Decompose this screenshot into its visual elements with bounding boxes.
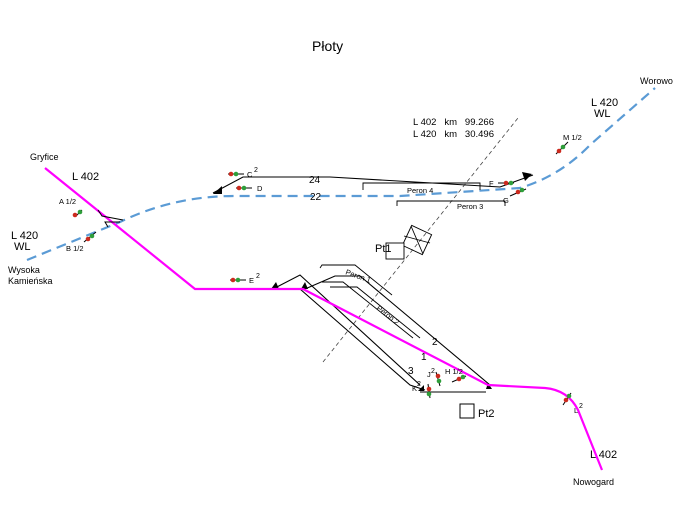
signal-a-label: A 1/2 (59, 197, 76, 206)
platform-1-label: Peron 1 (344, 267, 372, 284)
signal-e-label: E (249, 276, 254, 285)
platforms (319, 182, 506, 339)
km-post-line2: L 420 km 30.496 (413, 129, 494, 140)
label-l420-left: L 420 (11, 230, 38, 242)
track-number-22: 22 (310, 192, 322, 203)
switch-marker (418, 385, 424, 391)
signal-g-label: G (503, 196, 509, 205)
signal-k (426, 383, 432, 399)
place-wysoka-1: Wysoka (8, 265, 40, 275)
signal-f-label: F (489, 179, 494, 188)
switch-marker (213, 186, 222, 194)
track-number-3: 3 (408, 366, 414, 377)
post-pt1-building (385, 224, 433, 260)
signal-l-label: L (574, 406, 578, 415)
signal-l (562, 392, 572, 406)
place-gryfice: Gryfice (30, 152, 59, 162)
line-420 (26, 87, 656, 262)
signal-k-label: K (412, 384, 417, 393)
station-tracks (212, 174, 534, 393)
platform-2-bottom (322, 281, 414, 339)
signal-m (555, 141, 569, 155)
signal-d (236, 185, 252, 191)
track-3-top (272, 274, 421, 386)
label-l420-right-wl: WL (594, 108, 611, 120)
signal-j-sup: 2 (431, 368, 435, 375)
signal-j (435, 371, 442, 387)
boundary-mark (97, 209, 124, 228)
label-l402-left: L 402 (72, 171, 99, 183)
signal-h-label: H 1/2 (445, 367, 463, 376)
place-wysoka-2: Kamieńska (8, 276, 53, 286)
track-3 (299, 288, 426, 391)
signal-a (72, 209, 83, 218)
track-number-24: 24 (309, 175, 321, 186)
signal-e-sup: 2 (256, 273, 260, 280)
signal-h (451, 374, 467, 383)
signal-m-label: M 1/2 (563, 133, 582, 142)
label-l420-left-wl: WL (14, 241, 31, 253)
place-worowo: Worowo (640, 76, 673, 86)
signal-b-label: B 1/2 (66, 244, 84, 253)
switch-marker (522, 172, 532, 181)
signal-c (228, 171, 244, 177)
signal-d-label: D (257, 184, 263, 193)
platform-2-top (330, 286, 421, 339)
switch-markers (213, 172, 532, 391)
signal-c-label: C (247, 170, 253, 179)
signal-l-sup: 2 (579, 403, 583, 410)
track-2 (304, 275, 491, 386)
platform-1 (319, 264, 393, 296)
signal-e (230, 277, 246, 283)
line-402 (44, 167, 604, 471)
switch-marker (271, 282, 279, 289)
platform-3-label: Peron 3 (457, 202, 483, 211)
track-number-1: 1 (421, 352, 427, 363)
post-pt1-label: Pt1 (375, 243, 392, 255)
post-pt2-label: Pt2 (478, 408, 495, 420)
label-l420-right: L 420 (591, 97, 618, 109)
switch-marker (301, 282, 308, 289)
signal-k-sup: 2 (417, 381, 421, 388)
platform-4-label: Peron 4 (407, 186, 433, 195)
signal-g (509, 187, 527, 197)
platform-4 (362, 182, 481, 190)
signal-c-sup: 2 (254, 167, 258, 174)
signal-j-label: J (427, 370, 431, 379)
post-pt2-building (459, 403, 475, 419)
track-number-2: 2 (432, 337, 438, 348)
km-post-line1: L 402 km 99.266 (413, 117, 494, 128)
place-nowogard: Nowogard (573, 477, 614, 487)
signal-f (498, 180, 514, 186)
platform-3 (396, 200, 506, 206)
signal-b (83, 231, 97, 243)
diagram-title: Płoty (312, 38, 343, 54)
label-l402-right: L 402 (590, 449, 617, 461)
